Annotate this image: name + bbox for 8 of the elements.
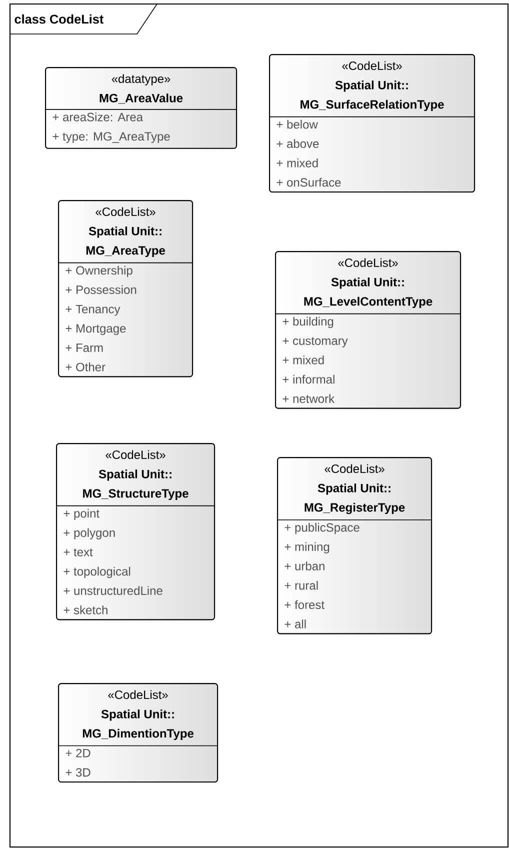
class-box: «CodeList» Spatial Unit:: MG_DimentionType + 2D + 3D: [58, 683, 218, 783]
class-box: «datatype» MG_AreaValue + areaSize: Area + type: MG_AreaType: [45, 67, 238, 149]
class-box: «CodeList» Spatial Unit:: MG_RegisterType + publicSpace + mining + urban + rural + forest + all: [277, 457, 432, 634]
class-box: «CodeList» Spatial Unit:: MG_SurfaceRelationType + below + above + mixed + onSurface: [269, 54, 476, 193]
class-box: «CodeList» Spatial Unit:: MG_AreaType + Ownership + Possession + Tenancy + Mortgage + Farm + Other: [58, 200, 194, 378]
class-box: «CodeList» Spatial Unit:: MG_StructureType + point + polygon + text + topological + unstructuredLine + sketch: [56, 443, 216, 620]
class-box: «CodeList» Spatial Unit:: MG_LevelContentType + building + customary + mixed + informal + network: [275, 251, 462, 409]
diagram-title: class CodeList: [14, 14, 104, 24]
